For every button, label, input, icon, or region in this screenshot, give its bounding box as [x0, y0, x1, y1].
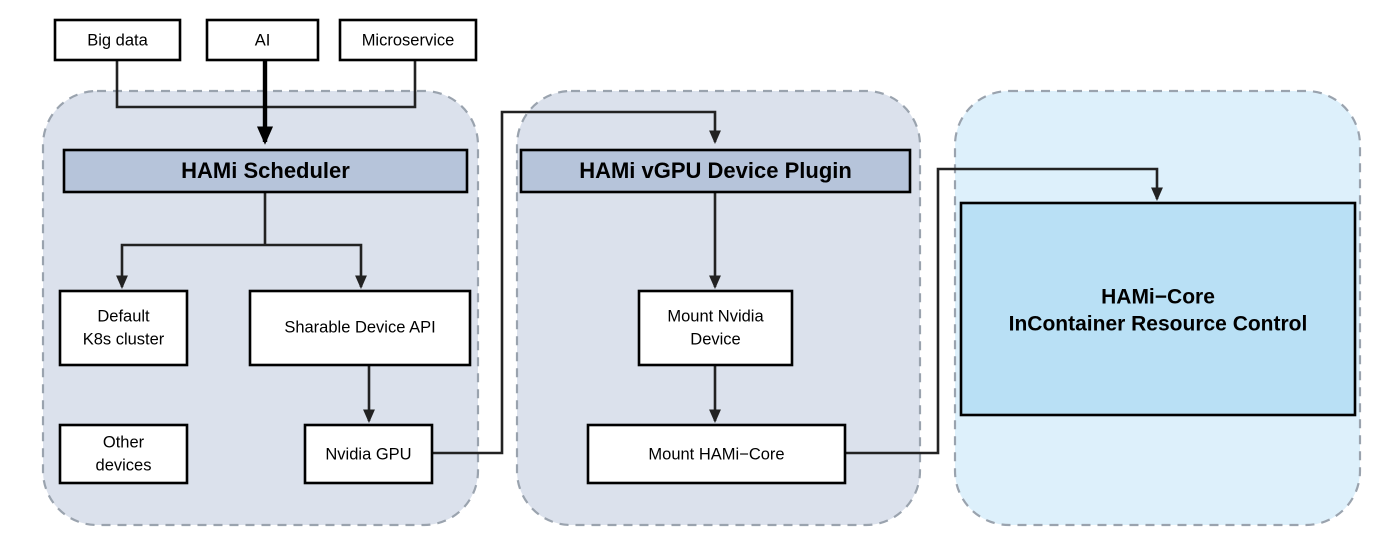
node-microservice[interactable]: Microservice: [338, 18, 478, 62]
node-nvidia-gpu-label: Nvidia GPU: [325, 445, 411, 463]
node-sharable-device-api-rect: [248, 289, 472, 367]
node-big-data-label: Big data: [87, 31, 148, 49]
node-other-devices[interactable]: Other devices: [58, 423, 189, 485]
node-default-k8s-cluster-label-line1: Default: [97, 307, 150, 325]
node-other-devices-rect: [58, 423, 189, 485]
node-default-k8s-cluster-rect: [58, 289, 189, 367]
node-big-data-rect: [53, 18, 182, 62]
node-ai-label: AI: [255, 31, 271, 49]
node-default-k8s-cluster[interactable]: Default K8s cluster: [58, 289, 189, 367]
node-mount-hami-core-rect: [586, 423, 847, 485]
connector-scheduler-to-default-k8s: [116, 243, 265, 290]
node-ai[interactable]: AI: [205, 18, 320, 62]
node-ai-rect: [205, 18, 320, 62]
header-hami-vgpu-device-plugin-label: HAMi vGPU Device Plugin: [579, 158, 852, 183]
node-hami-core-label-line2: InContainer Resource Control: [1009, 313, 1308, 336]
node-microservice-rect: [338, 18, 478, 62]
header-hami-scheduler-rect: [62, 148, 469, 194]
node-mount-nvidia-device-label-line1: Mount Nvidia: [667, 307, 764, 325]
node-mount-nvidia-device-rect: [637, 289, 794, 367]
node-sharable-device-api[interactable]: Sharable Device API: [248, 289, 472, 367]
header-hami-vgpu-device-plugin[interactable]: HAMi vGPU Device Plugin: [519, 148, 912, 194]
connector-mount-hami-core-to-hami-core: [845, 167, 1163, 455]
connector-bigdata-to-bus: [115, 60, 265, 109]
node-nvidia-gpu-rect: [303, 423, 434, 485]
node-other-devices-label-line2: devices: [96, 456, 152, 474]
header-hami-scheduler[interactable]: HAMi Scheduler: [62, 148, 469, 194]
node-default-k8s-cluster-label-line2: K8s cluster: [83, 330, 165, 348]
node-big-data[interactable]: Big data: [53, 18, 182, 62]
node-mount-hami-core[interactable]: Mount HAMi−Core: [586, 423, 847, 485]
connector-scheduler-to-sharable-api: [265, 243, 367, 290]
node-hami-core-label-line1: HAMi−Core: [1101, 286, 1215, 309]
node-microservice-label: Microservice: [362, 31, 455, 49]
node-sharable-device-api-label: Sharable Device API: [284, 318, 435, 336]
header-hami-vgpu-device-plugin-rect: [519, 148, 912, 194]
node-hami-core[interactable]: HAMi−Core InContainer Resource Control: [959, 201, 1357, 417]
connector-microservice-to-bus: [265, 60, 417, 109]
node-other-devices-label-line1: Other: [103, 433, 145, 451]
connector-nvidia-gpu-to-device-plugin: [432, 110, 721, 455]
node-mount-hami-core-label: Mount HAMi−Core: [648, 445, 784, 463]
header-hami-scheduler-label: HAMi Scheduler: [181, 158, 350, 183]
node-mount-nvidia-device[interactable]: Mount Nvidia Device: [637, 289, 794, 367]
node-nvidia-gpu[interactable]: Nvidia GPU: [303, 423, 434, 485]
node-mount-nvidia-device-label-line2: Device: [690, 330, 740, 348]
node-hami-core-rect: [959, 201, 1357, 417]
